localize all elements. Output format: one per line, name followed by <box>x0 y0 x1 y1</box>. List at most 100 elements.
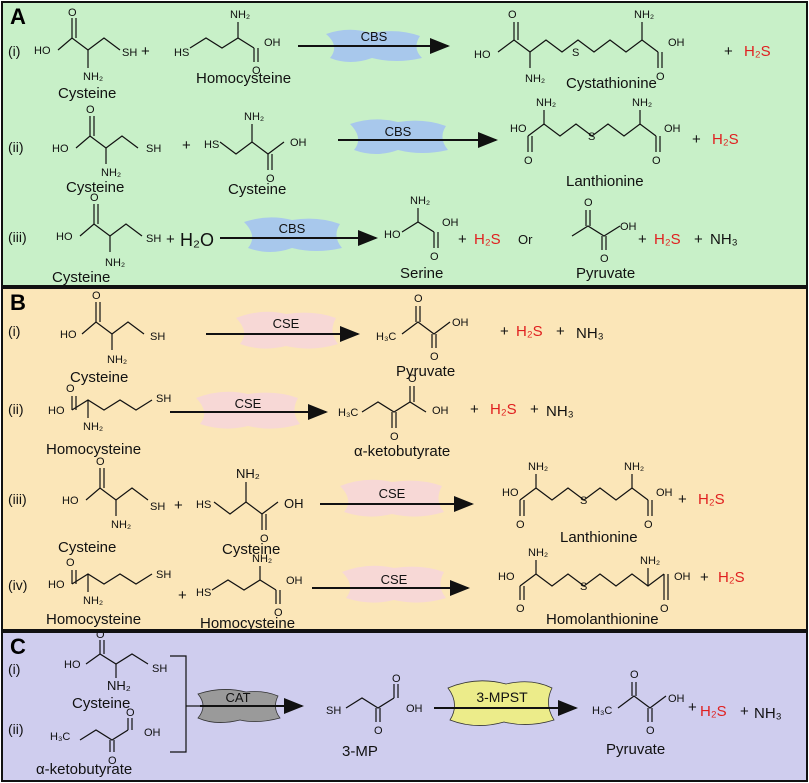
svg-text:NH₂: NH₂ <box>528 461 548 473</box>
svg-text:O: O <box>390 431 399 443</box>
svg-text:NH₂: NH₂ <box>525 73 545 85</box>
svg-text:O: O <box>516 519 525 531</box>
panel-c: C (i) O HO SH NH₂ Cysteine (ii) H₃C O O … <box>1 629 808 782</box>
svg-text:OH: OH <box>656 487 673 499</box>
molecule-name: Pyruvate <box>576 265 635 282</box>
svg-text:OH: OH <box>674 571 691 583</box>
homocysteine-skeleton <box>71 399 153 411</box>
svg-text:NH₂: NH₂ <box>107 354 127 366</box>
svg-text:O: O <box>516 603 525 615</box>
reaction-number: (i) <box>8 43 20 59</box>
svg-text:OH: OH <box>286 575 303 587</box>
molecule-name: Homocysteine <box>196 70 291 87</box>
svg-text:OH: OH <box>664 123 681 135</box>
svg-text:O: O <box>108 755 117 767</box>
enzyme-label: 3-MPST <box>476 689 528 705</box>
svg-text:+: + <box>166 231 175 248</box>
svg-text:O: O <box>90 192 99 204</box>
svg-text:H₃C: H₃C <box>50 731 70 743</box>
svg-text:O: O <box>126 707 135 719</box>
svg-text:O: O <box>652 155 661 167</box>
svg-text:NH₂: NH₂ <box>83 595 103 607</box>
panel-a: A (i) O HO SH NH₂ + Cysteine HS NH₂ OH O… <box>1 1 808 287</box>
ketobutyrate-skeleton <box>361 401 427 413</box>
reaction-number: (i) <box>8 661 20 677</box>
pyruvate-skeleton <box>571 225 621 237</box>
reaction-b-ii: (ii) O HO NH₂ SH Homocysteine CSE H₃C O … <box>8 373 574 460</box>
h2s-label: H₂S <box>474 231 501 248</box>
svg-text:O: O <box>96 456 105 468</box>
svg-text:NH₂: NH₂ <box>410 195 430 207</box>
homocysteine-skeleton <box>211 579 277 591</box>
enzyme-blob-cse <box>236 311 338 349</box>
h2s-label: H₂S <box>744 43 771 60</box>
svg-text:O: O <box>430 351 439 363</box>
enzyme-blob-3mpst <box>447 680 555 726</box>
svg-text:NH₂: NH₂ <box>624 461 644 473</box>
svg-text:NH₂: NH₂ <box>107 678 131 693</box>
svg-text:O: O <box>414 293 423 305</box>
ammonia-label: NH₃ <box>546 403 574 420</box>
ketobutyrate-skeleton <box>79 729 129 741</box>
reaction-number: (iii) <box>8 491 27 507</box>
svg-text:HO: HO <box>384 229 401 241</box>
svg-text:O: O <box>252 65 261 77</box>
svg-text:NH₂: NH₂ <box>105 257 125 269</box>
svg-text:+: + <box>470 401 479 418</box>
enzyme-label: CSE <box>379 486 406 501</box>
svg-text:OH: OH <box>144 727 161 739</box>
svg-text:NH₂: NH₂ <box>634 9 654 21</box>
molecule-name: Homocysteine <box>46 441 141 458</box>
svg-text:NH₂: NH₂ <box>83 71 103 83</box>
svg-text:SH: SH <box>146 143 161 155</box>
ammonia-label: NH₃ <box>754 705 782 722</box>
molecule-name: Cysteine <box>222 541 280 558</box>
molecule-name: Cysteine <box>58 539 116 556</box>
svg-text:SH: SH <box>146 233 161 245</box>
svg-text:OH: OH <box>442 217 459 229</box>
molecule-name: Pyruvate <box>396 363 455 380</box>
svg-text:S: S <box>580 495 587 507</box>
svg-text:+: + <box>178 587 187 604</box>
svg-text:+: + <box>530 401 539 418</box>
reaction-a-ii: (ii) O HO SH NH₂ Cysteine + HS NH₂ OH O … <box>8 97 739 198</box>
svg-text:O: O <box>392 673 401 685</box>
ammonia-label: NH₃ <box>576 325 604 342</box>
reaction-number: (ii) <box>8 721 24 737</box>
svg-text:O: O <box>430 251 439 263</box>
molecule-name: Cysteine <box>66 179 124 196</box>
molecule-name: Homolanthionine <box>546 611 659 628</box>
svg-text:O: O <box>408 373 417 385</box>
enzyme-label: CSE <box>273 316 300 331</box>
panel-b-letter: B <box>10 290 26 315</box>
svg-text:O: O <box>68 7 77 19</box>
svg-text:HO: HO <box>60 329 77 341</box>
molecule-name: Cysteine <box>52 269 110 286</box>
molecule-name: Cysteine <box>70 369 128 386</box>
svg-text:+: + <box>694 231 703 248</box>
svg-text:OH: OH <box>668 37 685 49</box>
svg-text:O: O <box>92 290 101 302</box>
enzyme-label: CBS <box>361 29 388 44</box>
svg-text:O: O <box>260 533 269 545</box>
enzyme-blob-cbs <box>244 217 342 252</box>
panel-a-letter: A <box>10 4 26 29</box>
molecule-name: α-ketobutyrate <box>354 443 450 460</box>
molecule-name: α-ketobutyrate <box>36 761 132 778</box>
pyruvate-skeleton <box>401 321 451 335</box>
svg-text:OH: OH <box>284 496 304 511</box>
svg-text:HO: HO <box>64 659 81 671</box>
reaction-number: (ii) <box>8 139 24 155</box>
svg-text:NH₂: NH₂ <box>244 111 264 123</box>
svg-text:HO: HO <box>48 405 65 417</box>
svg-text:HS: HS <box>196 499 211 511</box>
enzyme-label: CBS <box>279 221 306 236</box>
svg-text:+: + <box>724 43 733 60</box>
enzyme-label: CSE <box>235 396 262 411</box>
svg-text:+: + <box>556 323 565 340</box>
svg-text:+: + <box>141 43 150 60</box>
svg-text:OH: OH <box>290 137 307 149</box>
ammonia-label: NH₃ <box>710 231 738 248</box>
molecule-name: Homocysteine <box>200 615 295 632</box>
